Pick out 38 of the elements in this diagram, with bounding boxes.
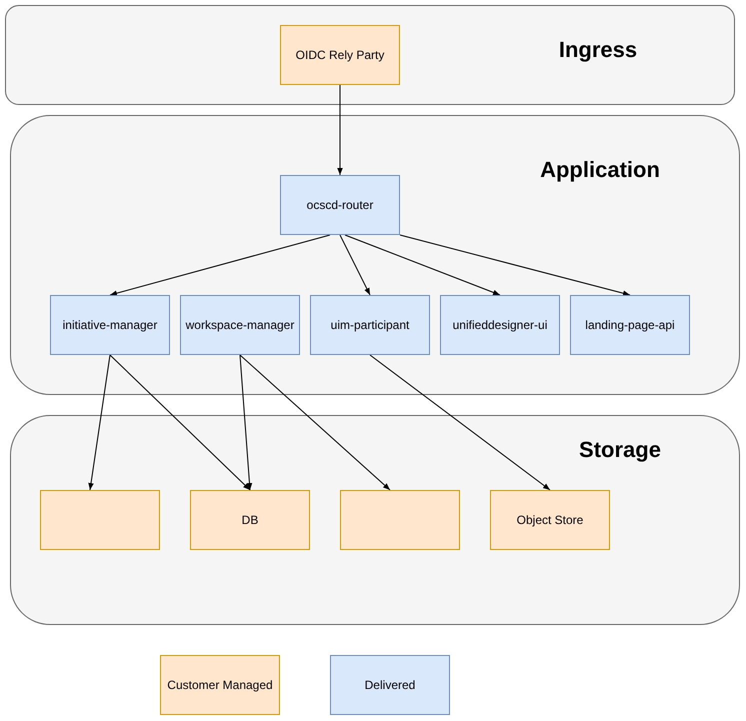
arrow [370,354,550,490]
arrow [110,234,330,296]
service-box [570,295,690,355]
legend-label: Delivered [364,678,416,692]
arrow [340,234,370,296]
arrow [400,234,630,296]
tier-panel [10,415,740,625]
service-box [310,295,430,355]
panel-title: Application [540,157,660,183]
arrow [88,354,110,490]
tier-panel [10,115,740,395]
arrow [110,354,250,490]
tier-panel [5,5,735,105]
legend-label: Customer Managed [166,678,274,692]
box-label: initiative-manager [62,318,158,332]
box-label: OIDC Rely Party [294,48,386,62]
arrow [344,234,500,296]
service-box [190,490,310,550]
service-box [280,175,400,235]
service-box [50,295,170,355]
arrow [240,354,252,490]
component-box [340,490,460,550]
component-box [40,490,160,550]
box-label: landing-page-api [584,318,676,332]
service-box [180,295,300,355]
panel-title: Ingress [558,37,638,63]
service-box [440,295,560,355]
service-box [280,25,400,85]
box-label: workspace-manager [184,318,296,332]
box-label: uim-participant [330,318,410,332]
box-label: ocscd-router [306,198,374,212]
panel-title: Storage [579,437,661,463]
service-box [490,490,610,550]
arrow [337,84,343,176]
box-label: unifieddesigner-ui [452,318,548,332]
box-label: DB [240,513,260,527]
box-label: Object Store [516,513,584,527]
arrow [240,354,390,490]
